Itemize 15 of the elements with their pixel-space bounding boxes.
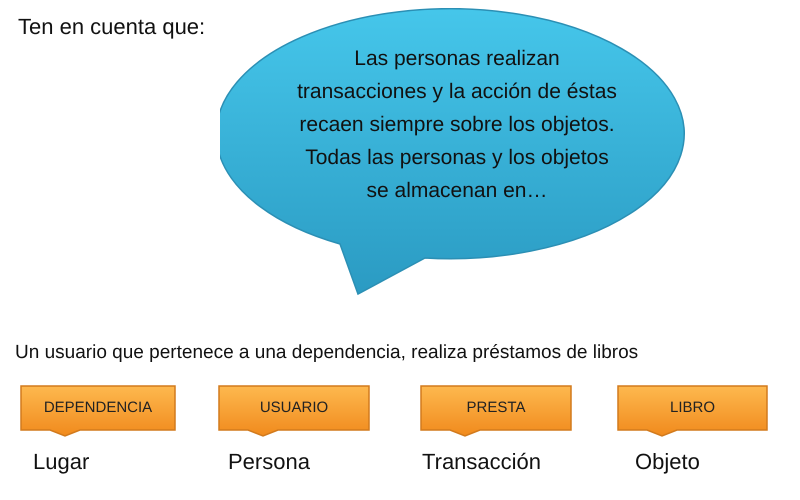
caption-text: Transacción (422, 449, 542, 475)
caption-text: Lugar (33, 449, 90, 475)
label-tag (218, 385, 370, 437)
tag-text: USUARIO (258, 398, 330, 418)
sentence-text: Un usuario que pertenece a una dependencia, realiza préstamos de libros (15, 342, 638, 364)
caption-text: Objeto (635, 449, 700, 475)
tag-text: DEPENDENCIA (42, 398, 154, 418)
label-tag (420, 385, 572, 437)
heading-text: Ten en cuenta que: (18, 14, 206, 40)
caption-text: Persona (228, 449, 310, 475)
bubble-text: Las personas realizan transacciones y la acción de éstas recaen siempre sobre los objetos. Todas las personas y los objetos se almacenan en… (296, 46, 618, 204)
label-tag (20, 385, 176, 437)
tag-text: LIBRO (668, 398, 716, 418)
tag-text: PRESTA (466, 398, 526, 418)
label-tag (617, 385, 768, 437)
